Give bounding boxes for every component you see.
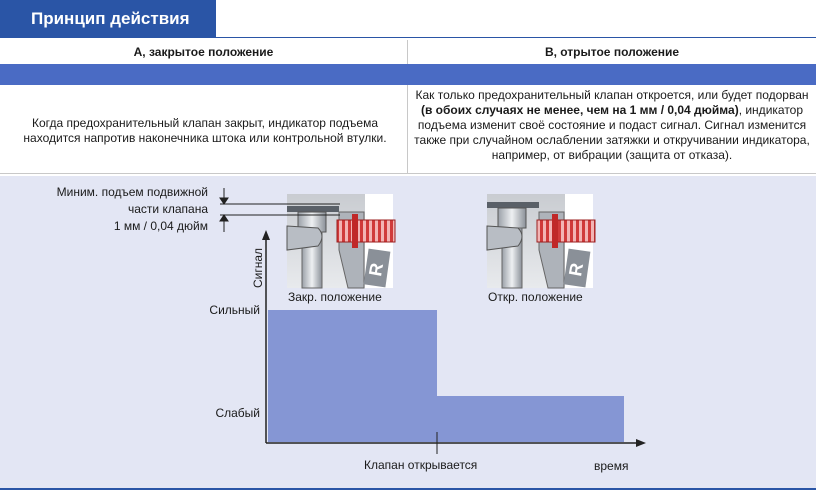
- weak-level-label: Слабый: [215, 406, 260, 420]
- header-bar: [0, 64, 816, 85]
- open-valve-illustration: R: [486, 194, 596, 289]
- min-lift-dimension: [219, 188, 340, 232]
- bottom-rule: [0, 488, 816, 490]
- signal-chart: Сигнал: [251, 230, 646, 454]
- title-rule: [0, 37, 816, 38]
- closed-caption: Закр. положение: [288, 290, 382, 304]
- x-axis-arrow: [636, 439, 646, 447]
- column-divider: [407, 40, 408, 64]
- column-header-open: B, отрытое положение: [544, 45, 680, 59]
- open-badge-letter: R: [565, 261, 587, 277]
- column-header-closed: A, закрытое положение: [133, 45, 274, 59]
- open-description-start: Как только предохранительный клапан откр…: [415, 88, 809, 102]
- x-axis-label: время: [594, 459, 629, 473]
- y-axis-label: Сигнал: [251, 248, 265, 288]
- min-lift-label-line2: части клапана: [128, 202, 208, 216]
- description-rule: [0, 173, 816, 174]
- open-description-end: , индикатор подъема изменит своё состоян…: [414, 103, 810, 162]
- closed-badge-letter: R: [365, 261, 387, 277]
- signal-area: [268, 310, 624, 442]
- closed-valve-illustration: R: [286, 194, 396, 289]
- open-description: Как только предохранительный клапан откр…: [414, 88, 810, 163]
- y-axis-arrow: [262, 230, 270, 240]
- event-label: Клапан открывается: [364, 458, 478, 472]
- min-lift-label-line1: Миним. подъем подвижной: [56, 185, 208, 199]
- strong-level-label: Сильный: [209, 303, 260, 317]
- open-description-bold: (в обоих случаях не менее, чем на 1 мм /…: [420, 103, 739, 117]
- min-lift-label-line3: 1 мм / 0,04 дюйм: [113, 219, 208, 233]
- section-title: Принцип действия: [0, 0, 216, 38]
- closed-description: Когда предохранительный клапан закрыт, и…: [23, 116, 387, 145]
- description-divider: [407, 85, 408, 173]
- open-caption: Откр. положение: [488, 290, 583, 304]
